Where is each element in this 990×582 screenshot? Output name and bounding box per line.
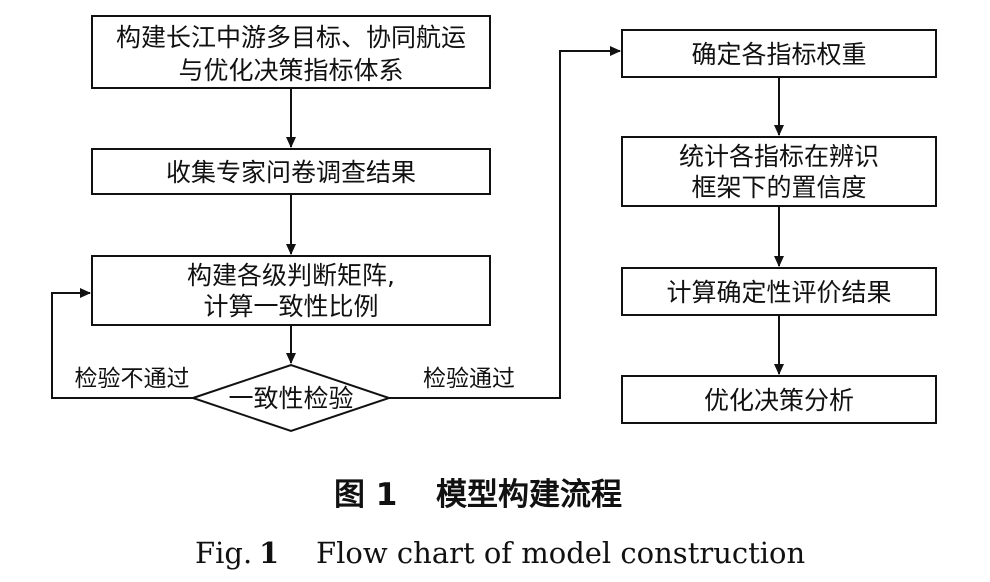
node-collect-survey-label: 收集专家问卷调查结果 (166, 158, 416, 187)
node-determine-weights-label: 确定各指标权重 (691, 40, 866, 69)
node-build-indicator-system-line-1: 构建长江中游多目标、协同航运 (116, 23, 466, 52)
node-build-judgment-matrix: 构建各级判断矩阵, 计算一致性比例 (91, 255, 491, 326)
arrow-check-fail-loop (51, 288, 193, 399)
node-consistency-check: 一致性检验 (189, 363, 393, 433)
node-certainty-result-label: 计算确定性评价结果 (666, 278, 891, 307)
node-collect-survey: 收集专家问卷调查结果 (91, 148, 491, 195)
arrow-check-pass (389, 46, 621, 399)
node-confidence: 统计各指标在辨识 框架下的置信度 (621, 136, 937, 207)
figure-caption-cn: 图 1 模型构建流程 (334, 477, 622, 513)
edge-label-check-fail: 检验不通过 (75, 366, 190, 392)
node-consistency-check-label: 一致性检验 (228, 384, 353, 413)
node-decision-analysis-label: 优化决策分析 (704, 386, 854, 415)
node-confidence-line-1: 统计各指标在辨识 (679, 142, 879, 171)
node-determine-weights: 确定各指标权重 (621, 29, 937, 78)
figure-caption-en-number: 1 (259, 536, 279, 570)
figure-caption-en: Fig. 1 Flow chart of model construction (195, 536, 805, 570)
node-build-indicator-system-line-2: 与优化决策指标体系 (178, 56, 403, 85)
edge-label-check-pass: 检验通过 (423, 366, 515, 392)
figure-caption-en-title: Flow chart of model construction (316, 536, 805, 570)
node-build-indicator-system: 构建长江中游多目标、协同航运 与优化决策指标体系 (91, 15, 491, 89)
node-certainty-result: 计算确定性评价结果 (621, 267, 937, 316)
figure-caption-cn-number: 图 1 (334, 477, 397, 513)
node-build-judgment-matrix-line-1: 构建各级判断矩阵, (187, 261, 395, 290)
figure-caption-cn-title: 模型构建流程 (436, 477, 622, 513)
figure-caption-en-prefix: Fig. (195, 536, 252, 570)
node-build-judgment-matrix-line-2: 计算一致性比例 (203, 292, 378, 321)
node-confidence-line-2: 框架下的置信度 (691, 173, 866, 202)
node-decision-analysis: 优化决策分析 (621, 375, 937, 424)
